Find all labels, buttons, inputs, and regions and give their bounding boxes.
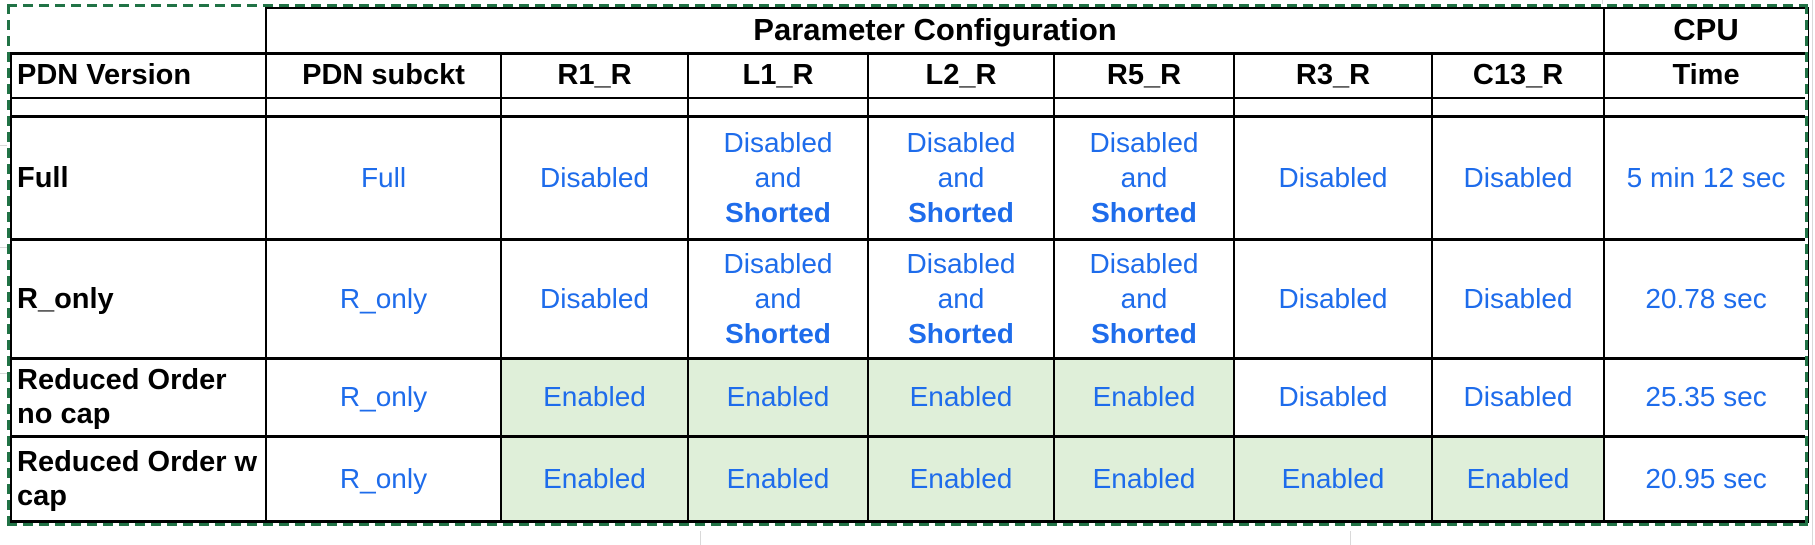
cell-c13[interactable]: Disabled xyxy=(1430,238,1606,360)
cell-line: Shorted xyxy=(1091,197,1197,228)
gridline-tick xyxy=(1812,0,1813,545)
cell-cpu-time[interactable]: 25.35 sec xyxy=(1603,357,1810,438)
cell-r3[interactable]: Disabled xyxy=(1233,238,1433,360)
cell-l2[interactable]: Disabled and Shorted xyxy=(867,238,1055,360)
cell-line: and xyxy=(937,283,985,314)
cell-line: Disabled xyxy=(906,248,1016,279)
cell-version[interactable]: Full xyxy=(10,115,267,241)
cell-c13[interactable]: Disabled xyxy=(1430,115,1606,241)
column-header-l1-r[interactable]: L1_R xyxy=(687,52,869,99)
cell-subckt[interactable]: R_only xyxy=(265,238,502,360)
spacer-cell[interactable] xyxy=(867,97,1055,118)
cell-topleft-blank[interactable] xyxy=(11,8,267,55)
spacer-cell[interactable] xyxy=(265,97,502,118)
cell-subckt[interactable]: Full xyxy=(265,115,502,241)
gridline-tick xyxy=(0,247,9,248)
cell-r5[interactable]: Enabled xyxy=(1053,357,1235,438)
gridline-tick xyxy=(0,373,9,374)
column-header-pdn-subckt[interactable]: PDN subckt xyxy=(265,52,502,99)
column-header-c13-r[interactable]: C13_R xyxy=(1430,52,1606,99)
cell-line: and xyxy=(754,283,802,314)
spacer-cell[interactable] xyxy=(1430,97,1606,118)
cpu-header[interactable]: CPU xyxy=(1603,7,1810,55)
cell-line: Disabled xyxy=(906,127,1016,158)
cell-r3[interactable]: Disabled xyxy=(1233,115,1433,241)
cell-r1[interactable]: Enabled xyxy=(500,357,689,438)
cell-version[interactable]: Reduced Order no cap xyxy=(10,357,267,438)
marquee-bottom-edge xyxy=(7,523,1808,526)
cell-l2[interactable]: Enabled xyxy=(867,435,1055,523)
cell-line: Shorted xyxy=(908,197,1014,228)
parameter-configuration-header[interactable]: Parameter Configuration xyxy=(264,7,1606,55)
cell-line: Disabled xyxy=(1089,248,1199,279)
column-header-r3-r[interactable]: R3_R xyxy=(1233,52,1433,99)
cell-line: and xyxy=(1120,283,1168,314)
cell-line: Disabled xyxy=(723,248,833,279)
cell-line: and xyxy=(1120,162,1168,193)
table-row-full: Full Full Disabled Disabled and Shorted … xyxy=(10,115,1810,241)
cell-line: Disabled xyxy=(1089,127,1199,158)
cell-line: Shorted xyxy=(725,318,831,349)
spacer-cell[interactable] xyxy=(1603,97,1810,118)
column-header-l2-r[interactable]: L2_R xyxy=(867,52,1055,99)
spacer-cell[interactable] xyxy=(1053,97,1235,118)
table-row-reduced-order-no-cap: Reduced Order no cap R_only Enabled Enab… xyxy=(10,357,1810,438)
table-row-spacer xyxy=(10,97,1810,118)
cell-line: Disabled xyxy=(723,127,833,158)
cell-line: Shorted xyxy=(1091,318,1197,349)
cell-l1[interactable]: Disabled and Shorted xyxy=(687,115,869,241)
cell-l1[interactable]: Disabled and Shorted xyxy=(687,238,869,360)
column-header-r1-r[interactable]: R1_R xyxy=(500,52,689,99)
cell-line: and xyxy=(754,162,802,193)
cell-cpu-time[interactable]: 20.78 sec xyxy=(1603,238,1810,360)
cell-r3[interactable]: Enabled xyxy=(1233,435,1433,523)
spacer-cell[interactable] xyxy=(1233,97,1433,118)
table-row-column-headers: PDN Version PDN subckt R1_R L1_R L2_R R5… xyxy=(10,52,1810,99)
cell-r1[interactable]: Enabled xyxy=(500,435,689,523)
cell-cpu-time[interactable]: 20.95 sec xyxy=(1603,435,1810,523)
cell-version[interactable]: R_only xyxy=(10,238,267,360)
cell-r5[interactable]: Disabled and Shorted xyxy=(1053,115,1235,241)
spacer-cell[interactable] xyxy=(687,97,869,118)
cell-line: and xyxy=(937,162,985,193)
cell-version[interactable]: Reduced Order w cap xyxy=(10,435,267,523)
table-row-group-header: Parameter Configuration CPU xyxy=(11,7,1810,55)
column-header-r5-r[interactable]: R5_R xyxy=(1053,52,1235,99)
cell-l1[interactable]: Enabled xyxy=(687,435,869,523)
table-row-r-only: R_only R_only Disabled Disabled and Shor… xyxy=(10,238,1810,360)
cell-c13[interactable]: Disabled xyxy=(1430,357,1606,438)
cell-r5[interactable]: Disabled and Shorted xyxy=(1053,238,1235,360)
cell-line: Shorted xyxy=(725,197,831,228)
pdn-configuration-table: Parameter Configuration CPU PDN Version … xyxy=(10,7,1810,523)
column-header-time[interactable]: Time xyxy=(1603,52,1810,99)
column-header-pdn-version[interactable]: PDN Version xyxy=(10,52,267,99)
gridline-tick xyxy=(1350,531,1351,545)
cell-l2[interactable]: Disabled and Shorted xyxy=(867,115,1055,241)
cell-r5[interactable]: Enabled xyxy=(1053,435,1235,523)
gridline-tick xyxy=(0,145,9,146)
cell-c13[interactable]: Enabled xyxy=(1430,435,1606,523)
cell-r3[interactable]: Disabled xyxy=(1233,357,1433,438)
cell-l2[interactable]: Enabled xyxy=(867,357,1055,438)
cell-line: Shorted xyxy=(908,318,1014,349)
gridline-tick xyxy=(700,531,701,545)
gridline-tick xyxy=(1602,0,1603,7)
spacer-cell[interactable] xyxy=(10,97,267,118)
cell-l1[interactable]: Enabled xyxy=(687,357,869,438)
cell-cpu-time[interactable]: 5 min 12 sec xyxy=(1603,115,1810,241)
table-row-reduced-order-w-cap: Reduced Order w cap R_only Enabled Enabl… xyxy=(10,435,1810,523)
cell-subckt[interactable]: R_only xyxy=(265,435,502,523)
cell-r1[interactable]: Disabled xyxy=(500,238,689,360)
spacer-cell[interactable] xyxy=(500,97,689,118)
cell-r1[interactable]: Disabled xyxy=(500,115,689,241)
cell-subckt[interactable]: R_only xyxy=(265,357,502,438)
